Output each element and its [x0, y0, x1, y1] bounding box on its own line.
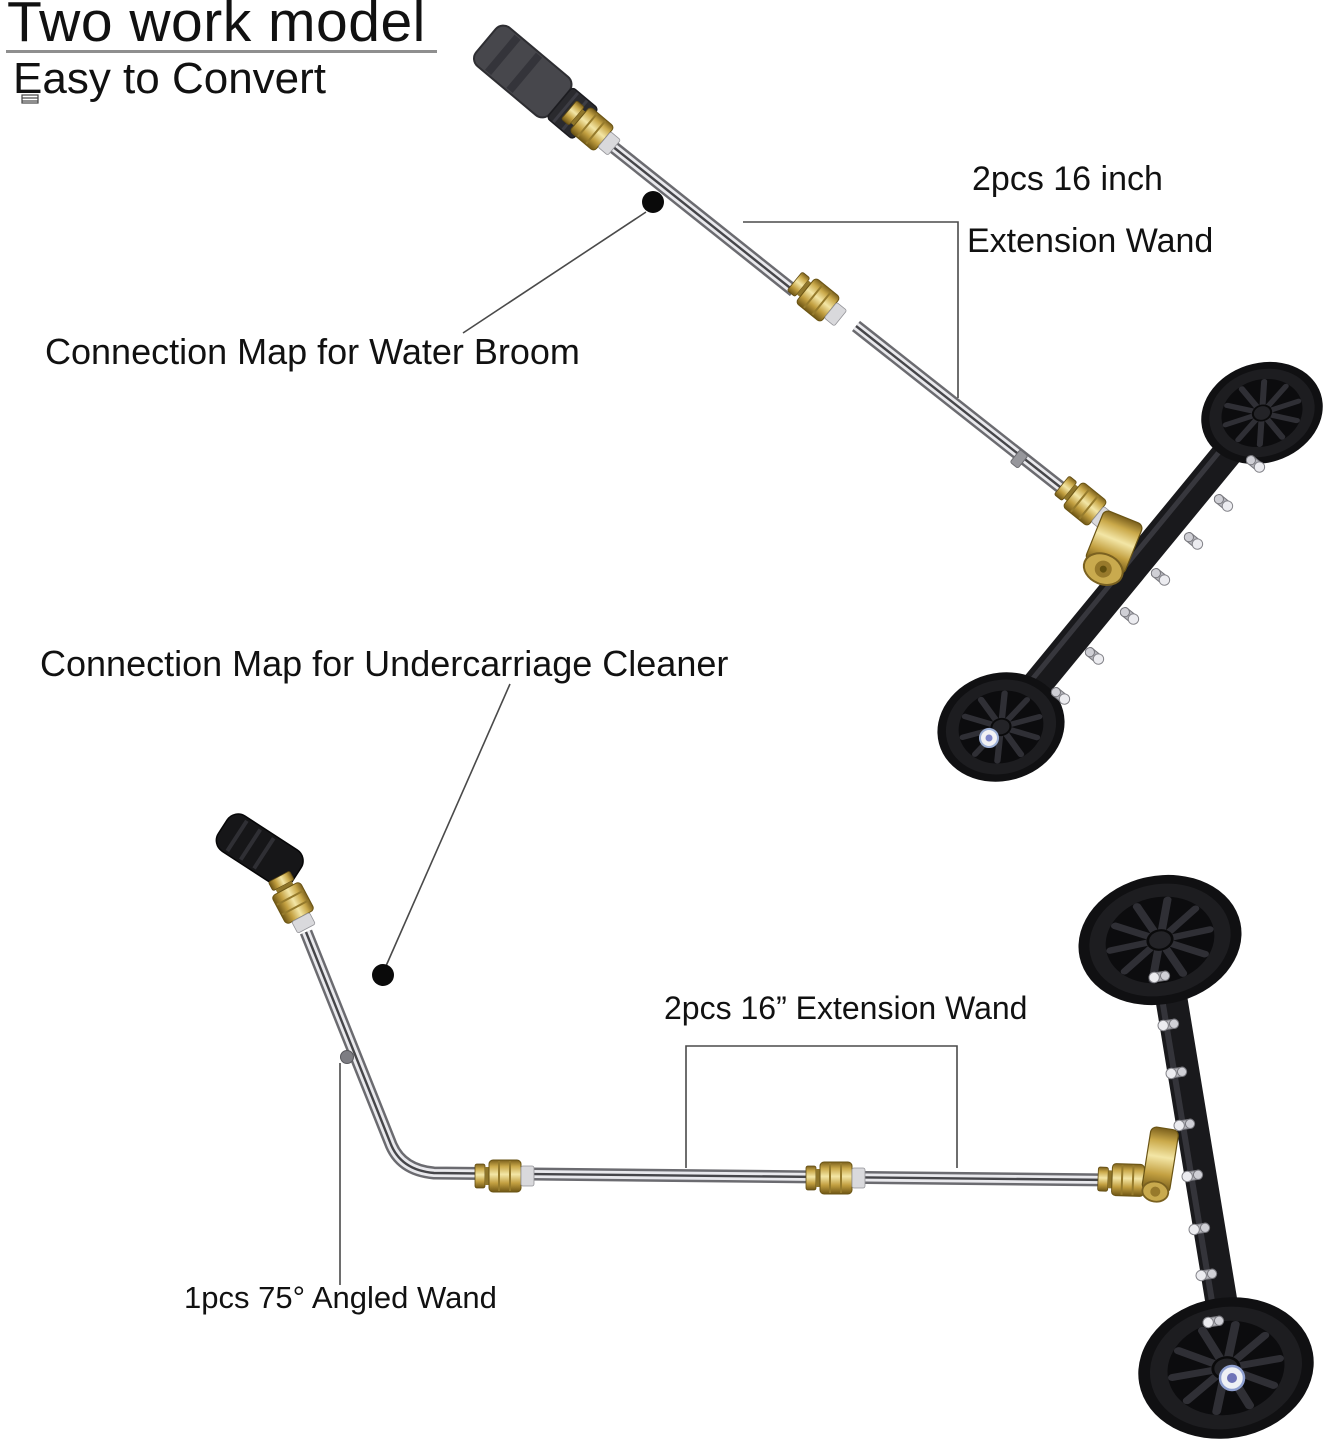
label-top-extension-wand-line1: 2pcs 16 inch — [972, 160, 1163, 198]
angled-and-extension-wands — [299, 929, 1113, 1187]
undercarriage-cleaner-illustration — [215, 813, 1325, 1441]
leader-water-broom — [462, 211, 647, 334]
brass-elbow — [1141, 1126, 1179, 1203]
quick-connect-coupling — [474, 1159, 535, 1193]
artifact-glyph — [21, 94, 39, 104]
leader-undercarriage — [385, 683, 511, 967]
wheel — [1066, 860, 1254, 1020]
label-angled-wand: 1pcs 75° Angled Wand — [184, 1280, 497, 1315]
brass-elbow — [1082, 510, 1143, 586]
label-water-broom: Connection Map for Water Broom — [45, 331, 580, 372]
callout-dot-undercarriage — [372, 964, 394, 986]
leader-top-extension-wand — [743, 221, 959, 398]
title-underline — [6, 50, 437, 53]
label-bottom-extension-wand: 2pcs 16” Extension Wand — [664, 990, 1028, 1026]
quick-connect-coupling — [805, 1161, 866, 1195]
callout-dot-water-broom — [642, 191, 664, 213]
wand-lug — [340, 1050, 354, 1064]
hose-end — [215, 813, 304, 888]
extension-wand-upper — [607, 140, 799, 297]
label-top-extension-wand: 2pcs 16 inch Extension Wand — [967, 160, 1213, 259]
callout-leaders — [339, 211, 959, 1285]
wand-ring — [1010, 449, 1028, 469]
quick-connect-coupling — [783, 267, 852, 332]
water-broom-illustration — [473, 24, 1330, 795]
page-title: Two work model — [7, 0, 426, 54]
wheel-hubcap-center — [985, 734, 993, 742]
page-subtitle: Easy to Convert — [13, 54, 327, 103]
leader-bottom-extension-wand — [685, 1045, 958, 1168]
wheel-hubcap-center — [1227, 1373, 1237, 1383]
water-broom-bar — [1011, 419, 1258, 713]
label-undercarriage: Connection Map for Undercarriage Cleaner — [40, 643, 729, 684]
label-top-extension-wand-line2: Extension Wand — [967, 222, 1214, 260]
extension-wand-lower — [851, 320, 1074, 500]
wheel — [1127, 1284, 1325, 1441]
